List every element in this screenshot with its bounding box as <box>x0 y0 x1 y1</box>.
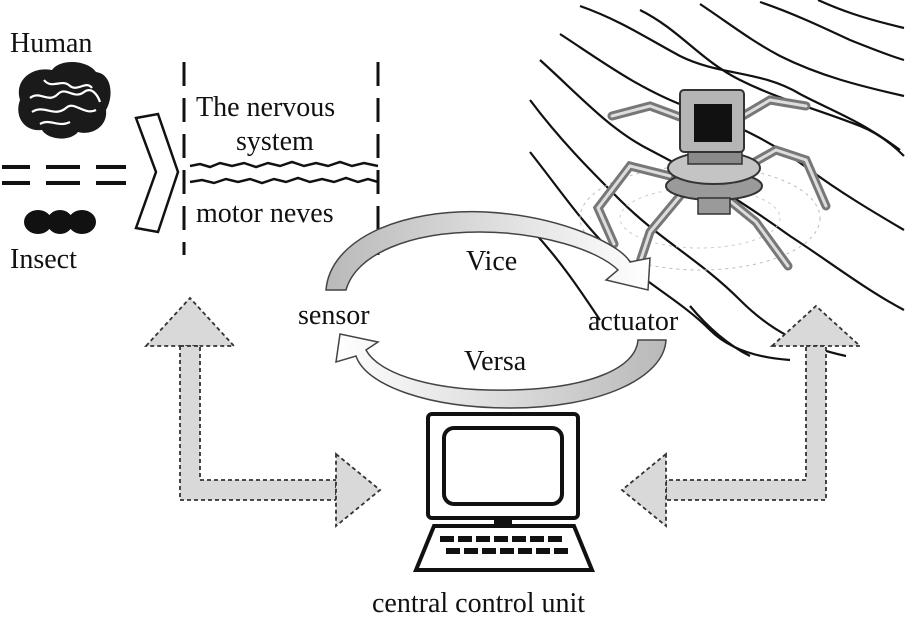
insect-body-icon <box>24 210 96 234</box>
nervous-system-box <box>182 62 380 255</box>
chevron-right-icon <box>134 112 180 234</box>
actuator-control-link-arrow <box>620 304 863 528</box>
nervous-system-title-line1: The nervous <box>196 92 335 123</box>
motor-nerves-label: motor neves <box>196 198 334 229</box>
central-control-unit-label: central control unit <box>372 588 585 619</box>
separator-dashes <box>2 165 126 185</box>
vice-cycle-arrow <box>325 210 651 291</box>
brain-icon <box>18 61 111 139</box>
nerve-wave-bottom <box>189 176 379 185</box>
nerve-wave-top <box>189 160 379 169</box>
human-label: Human <box>10 28 92 59</box>
sensor-label: sensor <box>298 300 370 331</box>
insect-label: Insect <box>10 244 77 275</box>
hexapod-robot-icon <box>579 89 831 273</box>
computer-icon <box>413 412 595 572</box>
actuator-label: actuator <box>588 306 679 337</box>
versa-cycle-arrow <box>335 333 667 409</box>
vice-label: Vice <box>466 246 517 277</box>
versa-label: Versa <box>464 346 527 377</box>
sensor-control-link-arrow <box>143 296 382 528</box>
nervous-system-title-line2: system <box>236 126 314 157</box>
